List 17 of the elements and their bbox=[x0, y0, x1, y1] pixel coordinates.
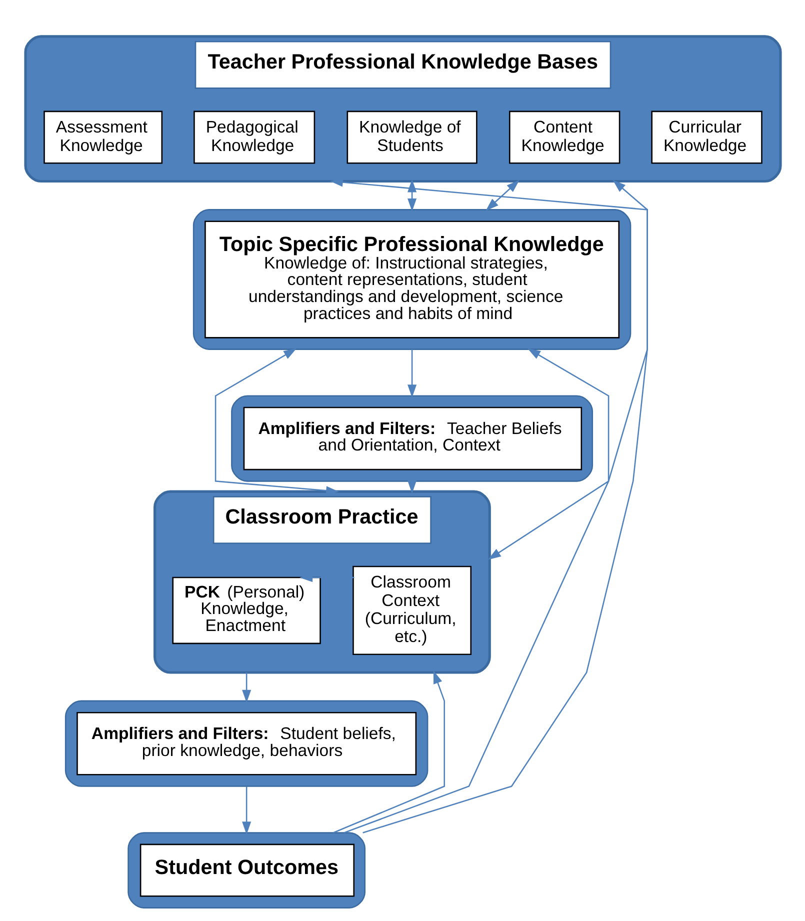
node-box: Assessment Knowledge bbox=[43, 110, 162, 164]
node-box: Curricular Knowledge bbox=[650, 110, 762, 164]
arrow bbox=[332, 670, 445, 834]
arrow bbox=[407, 349, 416, 398]
node-box: PCK (Personal) Knowledge, Enactment bbox=[172, 576, 320, 644]
arrow bbox=[343, 348, 609, 834]
arrow bbox=[407, 179, 416, 212]
arrow bbox=[242, 672, 251, 703]
arrow bbox=[214, 348, 339, 496]
arrow bbox=[485, 180, 519, 211]
arrow bbox=[242, 786, 251, 835]
node-box: Classroom Context (Curriculum, etc.) bbox=[352, 566, 472, 656]
node-box: Pedagogical Knowledge bbox=[193, 110, 315, 164]
arrow bbox=[329, 178, 648, 834]
arrow bbox=[487, 180, 648, 560]
node-box: Knowledge of Students bbox=[346, 110, 477, 164]
node-box: Content Knowledge bbox=[508, 110, 620, 164]
